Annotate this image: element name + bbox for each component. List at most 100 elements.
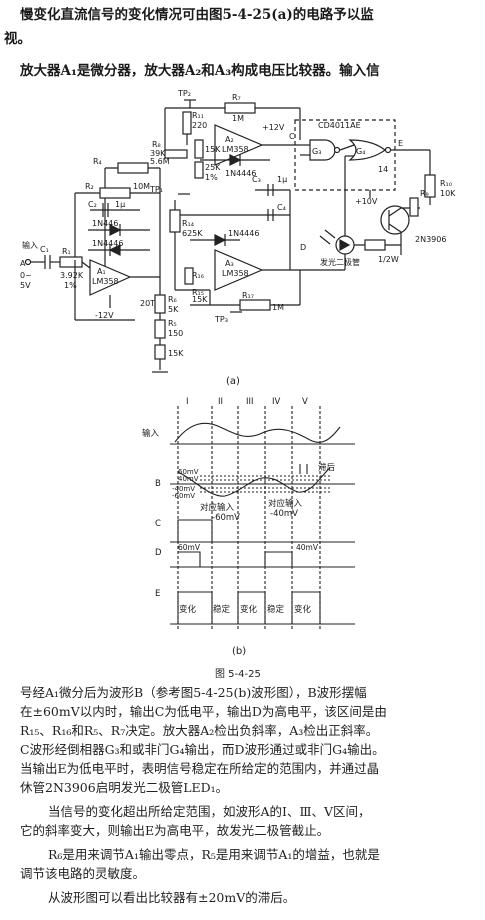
circuit-a2-label: A₂ — [225, 135, 234, 144]
circuit-tp2-label: TP₂ — [177, 90, 191, 98]
para3-line-1: R₆是用来调节A₁输出零点，R₅是用来调节A₁的增益，也就是 — [48, 847, 380, 862]
circuit-r7-label: R₇ — [232, 93, 241, 102]
circuit-minus12-label: -12V — [95, 311, 114, 320]
circuit-r14-label: R₁₄ — [182, 219, 194, 228]
circuit-r11-label: R₁₁ — [192, 111, 204, 120]
circuit-20t-label: 20T — [140, 299, 155, 308]
circuit-r10-label: R₁₀ — [440, 179, 452, 188]
wave-neg-in-label: 对应输入 — [200, 502, 235, 513]
wave-state-1: 变化 — [179, 604, 197, 615]
circuit-halfw-label: 1/2W — [378, 255, 399, 264]
circuit-c3-label: C₃ — [252, 175, 261, 184]
circuit-d-node-label: D — [300, 243, 306, 252]
circuit-tp1-label: TP₁ — [149, 185, 163, 194]
wave-d40-label: 40mV — [296, 543, 319, 552]
circuit-c-node-label: C — [289, 132, 295, 141]
circuit-e-node-label: E — [398, 139, 403, 148]
wave-region-3: III — [246, 397, 254, 407]
circuit-a2-model: LM358 — [222, 145, 249, 154]
circuit-r14-value: 625K — [182, 229, 203, 238]
circuit-g4-label: G₄ — [356, 147, 365, 156]
circuit-r15-value: 15K — [192, 295, 208, 304]
circuit-c1-label: C₁ — [40, 245, 49, 254]
wave-state-4: 稳定 — [267, 604, 285, 615]
para3-line-2: 调节该电路的灵敏度。 — [20, 866, 146, 881]
circuit-r5-label: R₅ — [168, 319, 177, 328]
figure-a-label: (a) — [226, 376, 240, 387]
circuit-r16-label: R₁₆ — [192, 271, 204, 280]
intro-line-1: 慢变化直流信号的变化情况可由图5-4-25(a)的电路予以监 — [20, 7, 374, 23]
circuit-range2-label: 5V — [20, 281, 31, 290]
wave-lag-label: 滞后 — [318, 462, 336, 473]
circuit-c4-label: C₄ — [277, 203, 286, 212]
wave-d-label: D — [155, 548, 162, 558]
circuit-r6-value: 5K — [168, 305, 179, 314]
circuit-g3-label: G₃ — [312, 147, 321, 156]
wave-minus60-label: -60mV — [172, 492, 195, 500]
circuit-r15-label: R₁₅ — [192, 288, 204, 297]
circuit-r17-value: 1M — [272, 303, 284, 312]
circuit-diode-d-label: 1N4446 — [228, 229, 259, 238]
circuit-r5-value: 150 — [168, 329, 183, 338]
circuit-a3-model: LM358 — [222, 269, 249, 278]
wave-d60-label: 60mV — [178, 543, 201, 552]
circuit-chip-label: CD4011AE — [318, 121, 361, 130]
circuit-r2-value: 10M — [133, 182, 150, 191]
circuit-r8-value: 39K — [150, 149, 166, 158]
wave-state-2: 稳定 — [213, 604, 231, 615]
circuit-led-label: 发光二极管 — [320, 257, 360, 267]
circuit-1pct-label: 1% — [205, 173, 218, 182]
circuit-r11-value: 220 — [192, 121, 207, 130]
wave-region-5: V — [302, 397, 308, 407]
wave-minus40-label: -40mV — [172, 485, 195, 493]
figure-b-label: (b) — [232, 646, 246, 657]
circuit-c2-label: C₂ — [88, 200, 97, 209]
circuit-r8-label: R₈ — [152, 140, 161, 149]
circuit-r1-label: R₁ — [62, 247, 71, 256]
circuit-rk-label: 15K — [168, 349, 184, 358]
para2-line-1: 当信号的变化超出所给定范围，如波形A的Ⅰ、Ⅲ、Ⅴ区间， — [48, 804, 371, 819]
para4-line-1: 从波形图可以看出比较器有±20mV的滞后。 — [48, 890, 296, 905]
wave-state-3: 变化 — [240, 604, 258, 615]
circuit-diode-a-label: 1N4446 — [225, 169, 256, 178]
wave-plus40-label: 40mV — [178, 475, 199, 483]
wave-state-5: 变化 — [294, 604, 312, 615]
wave-pos-in-label: 对应输入 — [268, 498, 303, 509]
circuit-15k-label: 15K — [205, 145, 221, 154]
circuit-a3-label: A₃ — [225, 259, 234, 268]
circuit-r2-label: R₂ — [85, 182, 94, 191]
circuit-transistor-label: 2N3906 — [415, 235, 446, 244]
figure-caption: 图 5-4-25 — [215, 669, 261, 680]
circuit-r4-label: R₄ — [93, 157, 102, 166]
circuit-schematic: R₇ 1M TP₂ R₁₁ 220 R₈ 39K 15K 25K 1% 1N44… — [20, 90, 456, 387]
circuit-r9-label: R₉ — [420, 189, 429, 198]
circuit-25k-label: 25K — [205, 163, 221, 172]
circuit-input-label: 输入 — [22, 240, 38, 250]
circuit-r1-value: 3.92K — [60, 271, 84, 280]
wave-region-2: II — [218, 397, 223, 407]
para1-line-4: C波形经倒相器G₃和或非门G₄输出，而D波形通过或非门G₄输出。 — [20, 742, 385, 757]
para1-line-1: 号经A₁微分后为波形B（参考图5-4-25(b)波形图），B波形摆幅 — [20, 685, 367, 700]
wave-plus60-label: 60mV — [178, 468, 199, 476]
circuit-plus10-label: +10V — [355, 197, 378, 206]
circuit-r4-value: 5.6M — [150, 157, 170, 166]
para1-line-2: 在±60mV以内时，输出C为低电平，输出D为高电平，该区间是由 — [20, 704, 387, 719]
wave-region-4: IV — [272, 397, 281, 407]
circuit-a-node-label: A — [20, 259, 26, 268]
circuit-tp3-label: TP₃ — [214, 315, 228, 324]
wave-pos-in-value: -40mV — [270, 509, 298, 519]
circuit-r6-label: R₆ — [168, 295, 177, 304]
circuit-a1-label: A₁ — [97, 267, 106, 276]
circuit-r1-pct: 1% — [64, 281, 77, 290]
circuit-pin14-label: 14 — [378, 165, 388, 174]
wave-input-label: 输入 — [142, 428, 160, 439]
wave-c-label: C — [155, 519, 161, 529]
intro-line-2: 视。 — [4, 31, 31, 47]
intro-line-3: 放大器A₁是微分器，放大器A₂和A₃构成电压比较器。输入信 — [20, 63, 380, 79]
circuit-r7-value: 1M — [232, 114, 244, 123]
para1-line-5: 当输出E为低电平时，表明信号稳定在所给定的范围内，并通过晶 — [20, 761, 380, 776]
circuit-plus12-label: +12V — [262, 123, 285, 132]
wave-region-1: I — [186, 397, 189, 407]
circuit-r17-label: R₁₇ — [242, 291, 254, 300]
